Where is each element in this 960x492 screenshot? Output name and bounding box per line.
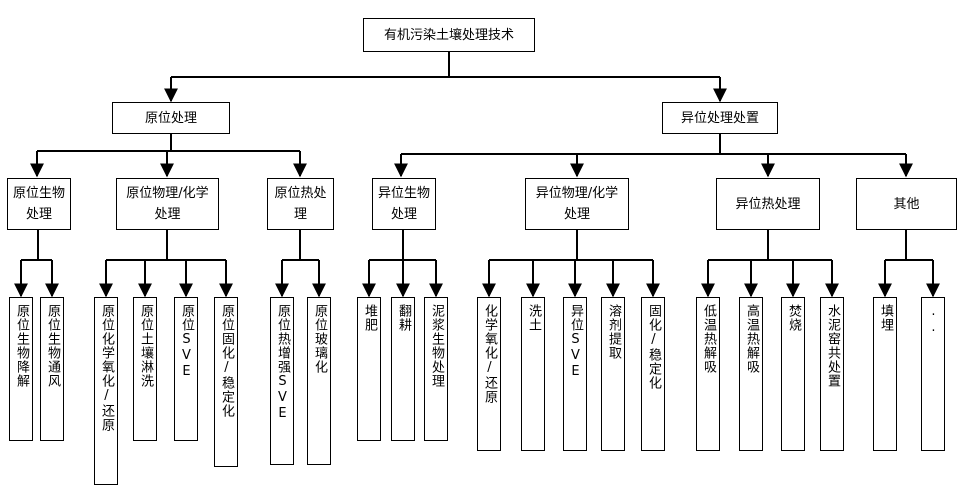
- branch-ex-situ: 异位处理处置: [662, 102, 778, 134]
- leaf-landfill: 填埋: [873, 297, 897, 451]
- leaf-in-situ-bioventing: 原位生物通风: [40, 297, 64, 441]
- branch-in-situ: 原位处理: [112, 102, 230, 134]
- leaf-in-situ-soil-flushing: 原位土壤淋洗: [133, 297, 157, 441]
- leaf-soil-washing: 洗土: [521, 297, 545, 451]
- leaf-ex-situ-sve: 异位SVE: [563, 297, 587, 451]
- leaf-in-situ-solidification: 原位固化/稳定化: [214, 297, 238, 467]
- group-in-situ-phys-chem: 原位物理/化学处理: [116, 178, 219, 230]
- leaf-etc: ..: [921, 297, 945, 451]
- leaf-in-situ-thermal-sve: 原位热增强SVE: [270, 297, 294, 465]
- leaf-in-situ-sve: 原位SVE: [174, 297, 198, 441]
- leaf-low-temp-desorption: 低温热解吸: [696, 297, 720, 451]
- group-ex-situ-thermal: 异位热处理: [716, 178, 820, 230]
- root-node: 有机污染土壤处理技术: [363, 18, 535, 52]
- leaf-incineration: 焚烧: [781, 297, 805, 451]
- leaf-in-situ-vitrification: 原位玻璃化: [307, 297, 331, 465]
- group-ex-situ-bio: 异位生物处理: [372, 178, 436, 230]
- leaf-composting: 堆肥: [357, 297, 381, 441]
- leaf-in-situ-chemical-oxidation: 原位化学氧化/还原: [94, 297, 118, 485]
- leaf-solidification: 固化/稳定化: [641, 297, 665, 451]
- leaf-solvent-extraction: 溶剂提取: [601, 297, 625, 451]
- leaf-high-temp-desorption: 高温热解吸: [739, 297, 763, 451]
- leaf-cement-kiln: 水泥窑共处置: [820, 297, 844, 451]
- group-in-situ-thermal: 原位热处理: [267, 178, 334, 230]
- leaf-in-situ-biodegradation: 原位生物降解: [9, 297, 33, 441]
- leaf-slurry-bioreactor: 泥浆生物处理: [424, 297, 448, 441]
- leaf-chemical-oxidation: 化学氧化/还原: [477, 297, 501, 451]
- group-ex-situ-phys-chem: 异位物理/化学处理: [525, 178, 629, 230]
- group-other: 其他: [856, 178, 957, 230]
- group-in-situ-bio: 原位生物处理: [7, 178, 71, 230]
- leaf-tilling: 翻耕: [391, 297, 415, 441]
